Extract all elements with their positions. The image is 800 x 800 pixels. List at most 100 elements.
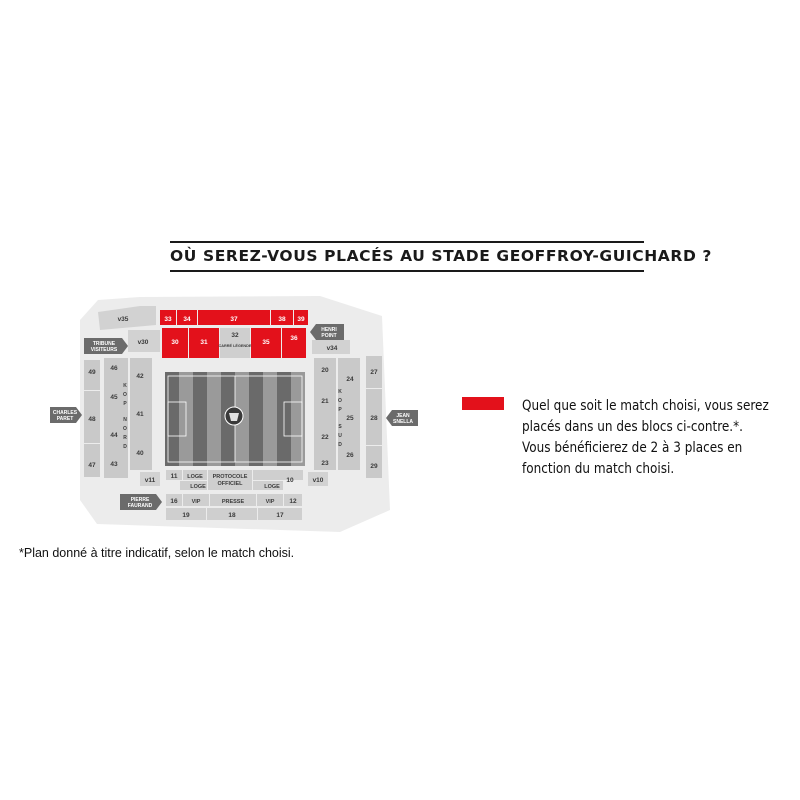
tag-charles-paret[interactable]: CHARLES PARET xyxy=(50,407,82,423)
label-vip-1: VIP xyxy=(192,499,201,505)
block-presse[interactable] xyxy=(210,494,256,506)
label-vip-2: VIP xyxy=(266,499,275,505)
kop-sud-outer xyxy=(338,358,360,470)
block-36[interactable] xyxy=(282,328,306,358)
block-28[interactable] xyxy=(366,389,382,445)
block-12[interactable] xyxy=(284,494,302,506)
block-39[interactable] xyxy=(294,310,308,325)
label-45: 45 xyxy=(110,394,118,401)
block-v10[interactable] xyxy=(308,472,328,486)
block-v35[interactable] xyxy=(98,306,156,330)
label-25: 25 xyxy=(346,415,354,422)
svg-text:N: N xyxy=(123,417,127,423)
legend-line: placés dans un des blocs ci-contre.*. xyxy=(522,419,743,435)
label-23: 23 xyxy=(321,460,329,467)
legend-swatch-red xyxy=(462,397,504,410)
block-37[interactable] xyxy=(198,310,270,325)
svg-text:SNELLA: SNELLA xyxy=(393,419,413,425)
label-16: 16 xyxy=(170,498,178,505)
label-43: 43 xyxy=(110,461,118,468)
kop-nord-letters: K O P N O R D xyxy=(123,383,127,450)
svg-text:O: O xyxy=(338,398,342,404)
block-17[interactable] xyxy=(258,508,302,520)
pitch xyxy=(165,372,305,466)
block-48[interactable] xyxy=(84,391,100,443)
label-41: 41 xyxy=(136,411,144,418)
svg-text:U: U xyxy=(338,433,342,439)
block-27[interactable] xyxy=(366,356,382,388)
title-rule-top xyxy=(170,241,644,243)
label-loge-3: LOGE xyxy=(264,484,280,490)
label-47: 47 xyxy=(88,462,96,469)
west-stand-kop-nord: 49 48 47 46 45 44 43 K O P N O R D 42 41… xyxy=(84,358,160,486)
svg-text:P: P xyxy=(123,401,127,407)
svg-text:PIERRE: PIERRE xyxy=(131,497,150,503)
block-v34[interactable] xyxy=(312,340,350,354)
block-30[interactable] xyxy=(162,328,188,358)
block-loge-left[interactable] xyxy=(183,470,207,480)
svg-text:K: K xyxy=(338,389,342,395)
legend-text: Quel que soit le match choisi, vous sere… xyxy=(522,396,769,480)
label-46: 46 xyxy=(110,365,118,372)
block-loge-lower-right[interactable] xyxy=(253,481,283,490)
kop-nord-inner xyxy=(130,358,152,470)
label-24: 24 xyxy=(346,376,354,383)
legend-line: Vous bénéficierez de 2 à 3 places en xyxy=(522,440,743,456)
block-33[interactable] xyxy=(160,310,176,325)
tag-henri-point[interactable]: HENRI POINT xyxy=(310,324,344,340)
label-v35: v35 xyxy=(118,316,129,323)
block-49[interactable] xyxy=(84,360,100,390)
block-loge-lower-left[interactable] xyxy=(180,481,207,490)
svg-text:D: D xyxy=(123,444,127,450)
block-32[interactable] xyxy=(220,328,250,358)
label-28: 28 xyxy=(370,415,378,422)
label-30: 30 xyxy=(171,339,179,346)
label-10: 10 xyxy=(286,477,294,484)
label-v34: v34 xyxy=(327,345,338,352)
north-stand: 33 34 37 38 39 30 31 32 CARRÉ LÉGENDE 35… xyxy=(98,306,350,358)
label-12: 12 xyxy=(289,498,297,505)
block-vip-right[interactable] xyxy=(257,494,283,506)
south-stand: 11 LOGE PROTOCOLE OFFICIEL 10 LOGE LOGE … xyxy=(166,470,303,520)
page-title: OÙ SEREZ-VOUS PLACÉS AU STADE GEOFFROY-G… xyxy=(170,247,712,265)
block-47[interactable] xyxy=(84,444,100,477)
label-v30: v30 xyxy=(138,339,149,346)
block-34[interactable] xyxy=(177,310,197,325)
label-loge-2: LOGE xyxy=(190,484,206,490)
block-v11[interactable] xyxy=(140,472,160,486)
block-18[interactable] xyxy=(207,508,257,520)
block-16[interactable] xyxy=(166,494,182,506)
block-29[interactable] xyxy=(366,446,382,478)
label-31: 31 xyxy=(200,339,208,346)
svg-text:HENRI: HENRI xyxy=(321,327,337,333)
block-v30[interactable] xyxy=(128,330,160,352)
block-19[interactable] xyxy=(166,508,206,520)
svg-text:PARET: PARET xyxy=(57,416,74,422)
kop-sud-inner xyxy=(314,358,336,470)
svg-text:VISITEURS: VISITEURS xyxy=(91,347,118,353)
legend-line: fonction du match choisi. xyxy=(522,461,675,477)
block-protocole[interactable] xyxy=(208,470,252,490)
label-17: 17 xyxy=(276,512,284,519)
svg-text:JEAN: JEAN xyxy=(396,413,410,419)
svg-text:FAURAND: FAURAND xyxy=(128,503,153,509)
block-11[interactable] xyxy=(166,470,182,480)
svg-text:POINT: POINT xyxy=(321,333,336,339)
label-protocole: PROTOCOLE xyxy=(213,474,248,480)
tag-tribune-visiteurs[interactable]: TRIBUNE VISITEURS xyxy=(84,338,128,354)
label-35: 35 xyxy=(262,339,270,346)
block-38[interactable] xyxy=(271,310,293,325)
block-35[interactable] xyxy=(251,328,281,358)
tag-jean-snella[interactable]: JEAN SNELLA xyxy=(386,410,418,426)
label-officiel: OFFICIEL xyxy=(217,481,243,487)
kop-sud-letters: K O P S U D xyxy=(338,389,342,448)
svg-text:K: K xyxy=(123,383,127,389)
east-stand-kop-sud: 20 21 22 23 24 25 26 K O P S U D 27 28 2… xyxy=(308,356,382,486)
block-10[interactable] xyxy=(253,470,303,480)
label-27: 27 xyxy=(370,369,378,376)
tag-pierre-faurand[interactable]: PIERRE FAURAND xyxy=(120,494,162,510)
label-44: 44 xyxy=(110,432,118,439)
block-31[interactable] xyxy=(189,328,219,358)
block-vip-left[interactable] xyxy=(183,494,209,506)
